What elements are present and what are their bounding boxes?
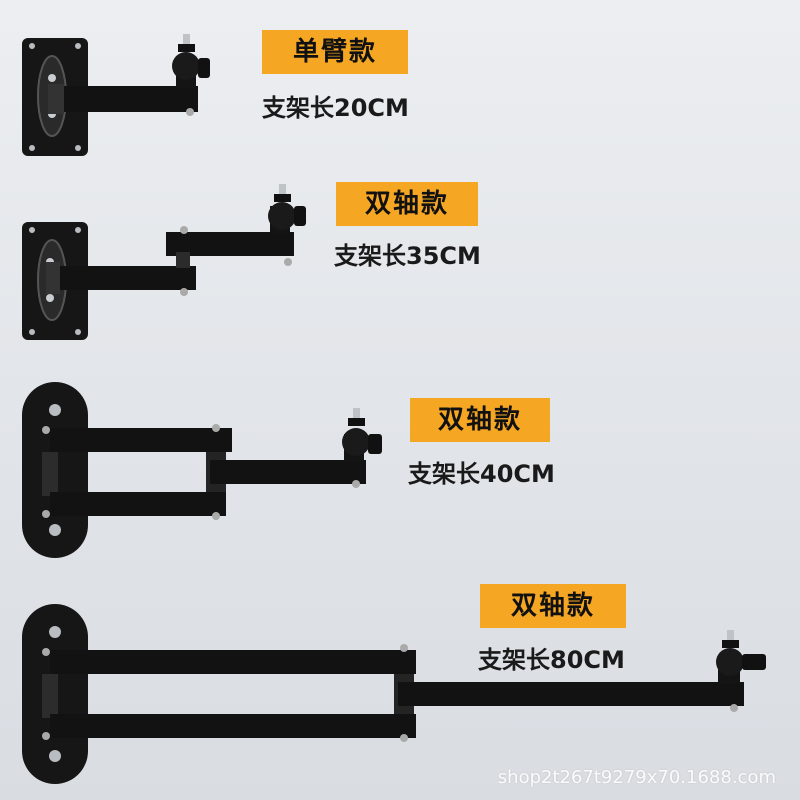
screw [727,630,734,642]
arm-lower-left [50,714,416,738]
spec-length: 支架长40CM [408,460,555,488]
spec-length: 支架长20CM [262,94,409,122]
screw [279,184,286,196]
spec-length: 支架长80CM [478,646,625,674]
ball-head [172,52,200,80]
arm [60,86,198,112]
ball-head [268,202,296,230]
arm-forward [398,682,744,706]
screw [183,34,190,46]
ball-head [342,428,370,456]
watermark: shop2t267t9279x70.1688.com [497,767,776,788]
arm-lower [56,266,196,290]
arm-upper-left [50,428,232,452]
tag-single-arm: 单臂款 [262,30,408,74]
arm-forward [210,460,366,484]
spec-length: 支架长35CM [334,242,481,270]
arm-lower-left [50,492,226,516]
ball-head [716,648,744,676]
arm-upper-left [50,650,416,674]
tag-dual-axis: 双轴款 [410,398,550,442]
tag-dual-axis: 双轴款 [480,584,626,628]
tag-dual-axis: 双轴款 [336,182,478,226]
screw [353,408,360,420]
